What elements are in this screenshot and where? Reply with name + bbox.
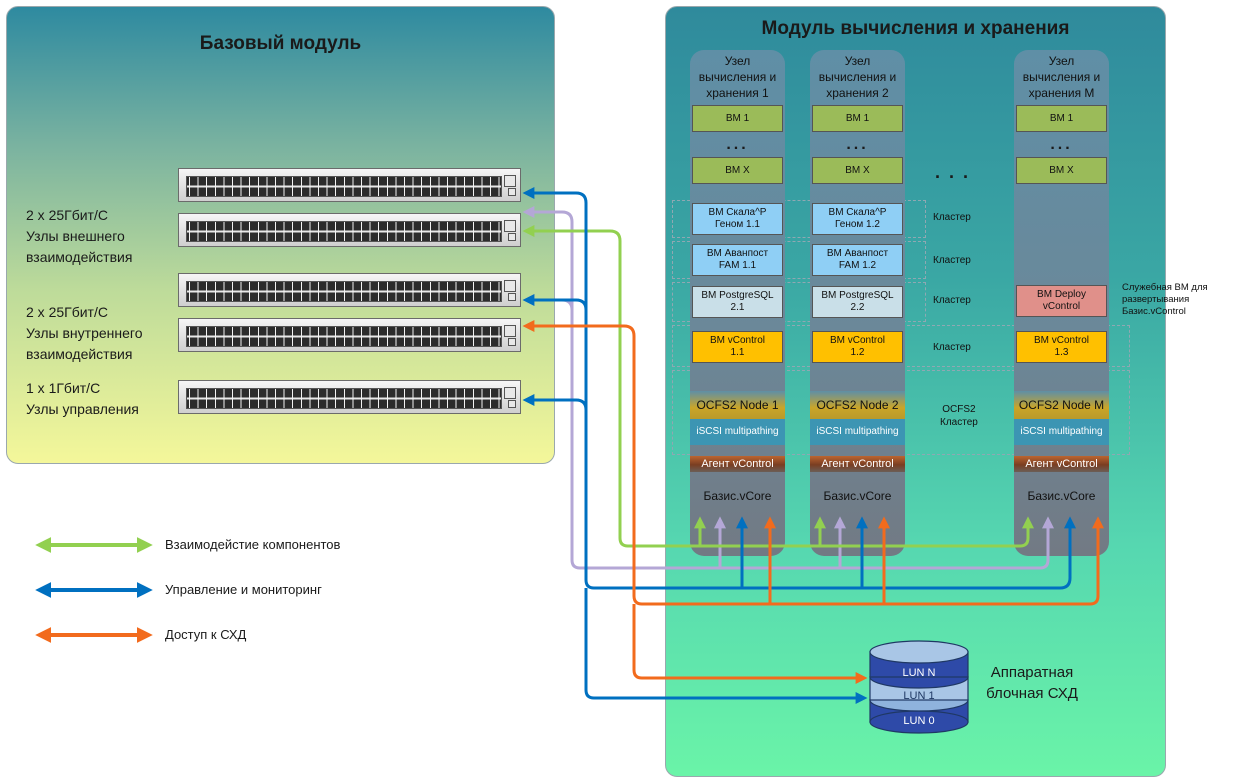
blue-link xyxy=(522,394,588,411)
management-speed: 1 x 1Гбит/С xyxy=(26,380,101,396)
storage-cylinder xyxy=(869,640,969,734)
base-module-title: Базовый модуль xyxy=(199,33,362,54)
switch-internal-1 xyxy=(178,273,521,307)
orange-link xyxy=(522,320,1104,606)
internal-nodes-label: 2 x 25Гбит/С Узлы внутреннего взаимодейс… xyxy=(26,302,142,365)
node-1-header: Узел вычисления и хранения 1 xyxy=(690,53,785,101)
vm-label: ВМ 1 xyxy=(725,112,750,124)
node-m-vm-x[interactable]: ВМ X xyxy=(1016,157,1107,184)
node-m-header-line: вычисления и xyxy=(1022,70,1101,84)
blue-link xyxy=(584,588,868,704)
vm-label: ВМ 1 xyxy=(1049,112,1074,124)
deploy-note-line: развертывания xyxy=(1122,294,1190,305)
management-nodes-label: 1 x 1Гбит/С Узлы управления xyxy=(26,378,139,420)
vm-label: ВМ X xyxy=(845,164,870,176)
vm-label: ВМ X xyxy=(725,164,750,176)
switch-management xyxy=(178,380,521,414)
switch-external-2 xyxy=(178,213,521,247)
legend-label-storage: Доступ к СХД xyxy=(165,627,247,642)
green-link xyxy=(522,225,1034,548)
lun-0-label: LUN 0 xyxy=(903,715,935,727)
internal-speed: 2 x 25Гбит/С xyxy=(26,304,108,320)
node-1-dots: ... xyxy=(726,136,749,153)
node-2-header-line: Узел xyxy=(844,54,871,68)
external-line-3: взаимодействия xyxy=(26,249,133,265)
node-1-header-line: вычисления и xyxy=(698,70,777,84)
node-m-vm-1[interactable]: ВМ 1 xyxy=(1016,105,1107,132)
legend-label-management: Управление и мониторинг xyxy=(165,582,322,597)
orange-link xyxy=(632,604,868,684)
node-2-header: Узел вычисления и хранения 2 xyxy=(810,53,905,101)
more-nodes-dots: . . . xyxy=(935,162,971,182)
node-m-dots: ... xyxy=(1050,136,1073,153)
storage-label: Аппаратная блочная СХД xyxy=(972,662,1092,704)
node-1-vm-x[interactable]: ВМ X xyxy=(692,157,783,184)
node-m-header-line: Узел xyxy=(1048,54,1075,68)
node-2-vm-x[interactable]: ВМ X xyxy=(812,157,903,184)
external-line-2: Узлы внешнего xyxy=(26,228,125,244)
storage-label-line: Аппаратная xyxy=(990,664,1074,681)
external-nodes-label: 2 x 25Гбит/С Узлы внешнего взаимодействи… xyxy=(26,205,132,268)
lun-n-label: LUN N xyxy=(902,667,936,679)
legend-label-components: Взаимодейстие компонентов xyxy=(165,537,341,552)
storage-label-line: блочная СХД xyxy=(986,685,1078,702)
external-speed: 2 x 25Гбит/С xyxy=(26,207,108,223)
node-1-header-line: хранения 1 xyxy=(706,86,769,100)
deploy-note-line: Служебная ВМ для xyxy=(1122,282,1208,293)
node-2-header-line: вычисления и xyxy=(818,70,897,84)
blue-link xyxy=(522,187,1076,590)
management-line-2: Узлы управления xyxy=(26,401,139,417)
deploy-note: Служебная ВМ для развертывания Базис.vCo… xyxy=(1122,282,1208,318)
switch-external-1 xyxy=(178,168,521,202)
vm-label: ВМ X xyxy=(1049,164,1074,176)
lilac-link xyxy=(522,206,1054,570)
node-1-header-line: Узел xyxy=(724,54,751,68)
node-2-vm-1[interactable]: ВМ 1 xyxy=(812,105,903,132)
node-m-header: Узел вычисления и хранения M xyxy=(1014,53,1109,101)
node-1-vm-1[interactable]: ВМ 1 xyxy=(692,105,783,132)
switch-internal-2 xyxy=(178,318,521,352)
node-m-header-line: хранения M xyxy=(1028,86,1095,100)
lun-1-label: LUN 1 xyxy=(903,690,935,702)
internal-line-2: Узлы внутреннего xyxy=(26,325,143,341)
node-2-header-line: хранения 2 xyxy=(826,86,889,100)
deploy-note-line: Базис.vControl xyxy=(1122,306,1186,317)
vm-label: ВМ 1 xyxy=(845,112,870,124)
internal-line-3: взаимодействия xyxy=(26,346,133,362)
blue-link xyxy=(522,294,588,311)
compute-module-title: Модуль вычисления и хранения xyxy=(761,18,1070,39)
node-2-dots: ... xyxy=(846,136,869,153)
